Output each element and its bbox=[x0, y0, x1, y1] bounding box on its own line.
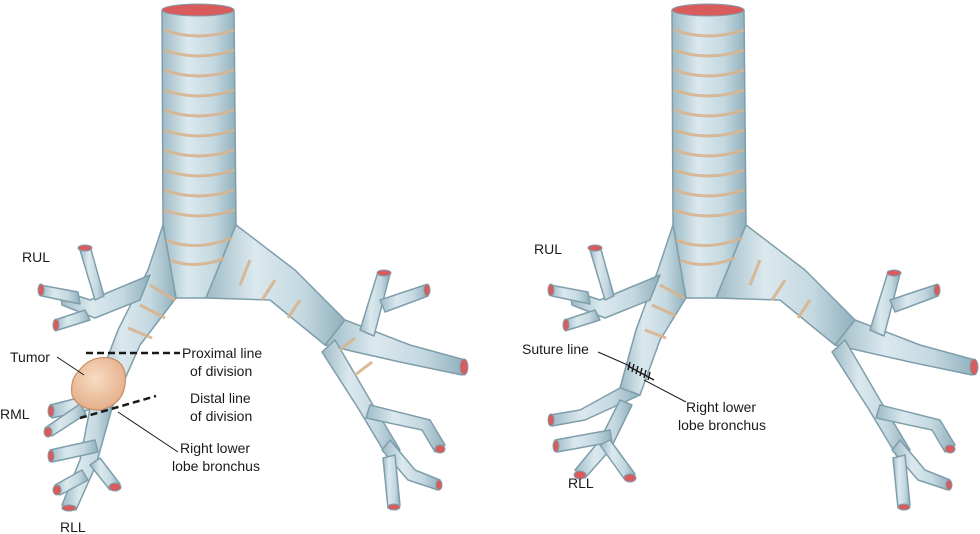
left-airway-tree bbox=[39, 9, 466, 511]
right-cartilage-rings bbox=[644, 28, 812, 340]
label-right-lower-1: Right lower bbox=[180, 440, 250, 456]
label-right-lower-2: lobe bronchus bbox=[172, 458, 260, 474]
trachea-lumen bbox=[161, 3, 235, 17]
right-lower-leader-line bbox=[117, 411, 179, 453]
label-right-lower-1-b: Right lower bbox=[686, 399, 756, 415]
label-rml: RML bbox=[0, 406, 30, 422]
label-rll: RLL bbox=[60, 519, 86, 534]
label-rul-2: RUL bbox=[534, 241, 562, 257]
left-panel: RUL Tumor RML RLL Proximal line of divis… bbox=[0, 3, 469, 534]
right-main-bronchus-right bbox=[619, 224, 687, 396]
label-suture-line: Suture line bbox=[522, 341, 589, 357]
label-distal-line-1: Distal line bbox=[190, 390, 251, 406]
rul-branch bbox=[59, 274, 151, 319]
left-cartilage-rings bbox=[127, 28, 373, 377]
right-airway-tree bbox=[549, 9, 976, 509]
right-lower-leader-line-2 bbox=[643, 379, 687, 403]
label-right-lower-2-b: lobe bronchus bbox=[678, 417, 766, 433]
distal-line-of-division bbox=[79, 394, 157, 420]
tumor-leader-line bbox=[56, 356, 85, 376]
right-panel: RUL Suture line Right lower lobe bronchu… bbox=[522, 3, 979, 511]
label-distal-line-2: of division bbox=[190, 408, 252, 424]
suture-leader-line bbox=[597, 351, 631, 367]
tumor-mass bbox=[71, 356, 127, 411]
label-proximal-line-2: of division bbox=[190, 363, 252, 379]
label-rll-2: RLL bbox=[568, 475, 594, 491]
label-rul: RUL bbox=[22, 249, 50, 265]
right-lumen-openings bbox=[547, 3, 979, 511]
label-proximal-line-1: Proximal line bbox=[182, 345, 262, 361]
left-lumen-openings bbox=[37, 3, 469, 512]
label-tumor: Tumor bbox=[10, 349, 50, 365]
